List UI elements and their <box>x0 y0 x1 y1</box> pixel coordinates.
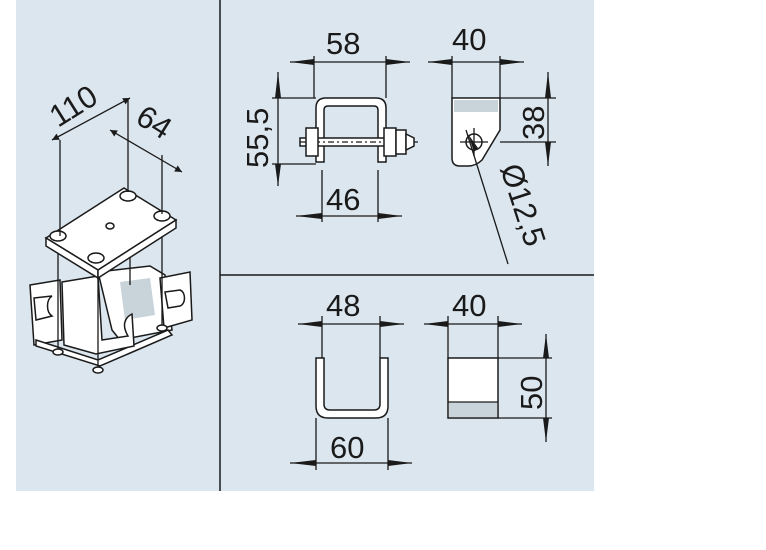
dim-label-60: 60 <box>330 430 364 465</box>
dim-label-40-bottom: 40 <box>452 288 486 323</box>
bracket-side-view: 40 38 Ø12,5 <box>428 22 556 265</box>
channel-side-view: 40 50 <box>424 288 552 442</box>
dim-label-58: 58 <box>326 26 360 61</box>
dim-line-64 <box>109 129 183 173</box>
dim-label-50: 50 <box>514 376 549 410</box>
dim-label-55-5: 55,5 <box>240 108 275 168</box>
channel-front-view: 48 60 <box>290 288 412 470</box>
dim-label-38: 38 <box>516 106 551 140</box>
dim-label-46: 46 <box>326 182 360 217</box>
dim-line-110 <box>51 97 131 141</box>
bracket-front-view: 58 55,5 46 <box>240 26 418 222</box>
dim-label-48: 48 <box>326 288 360 323</box>
dim-label-40-top: 40 <box>452 22 486 57</box>
isometric-view: 110 64 <box>29 78 193 374</box>
